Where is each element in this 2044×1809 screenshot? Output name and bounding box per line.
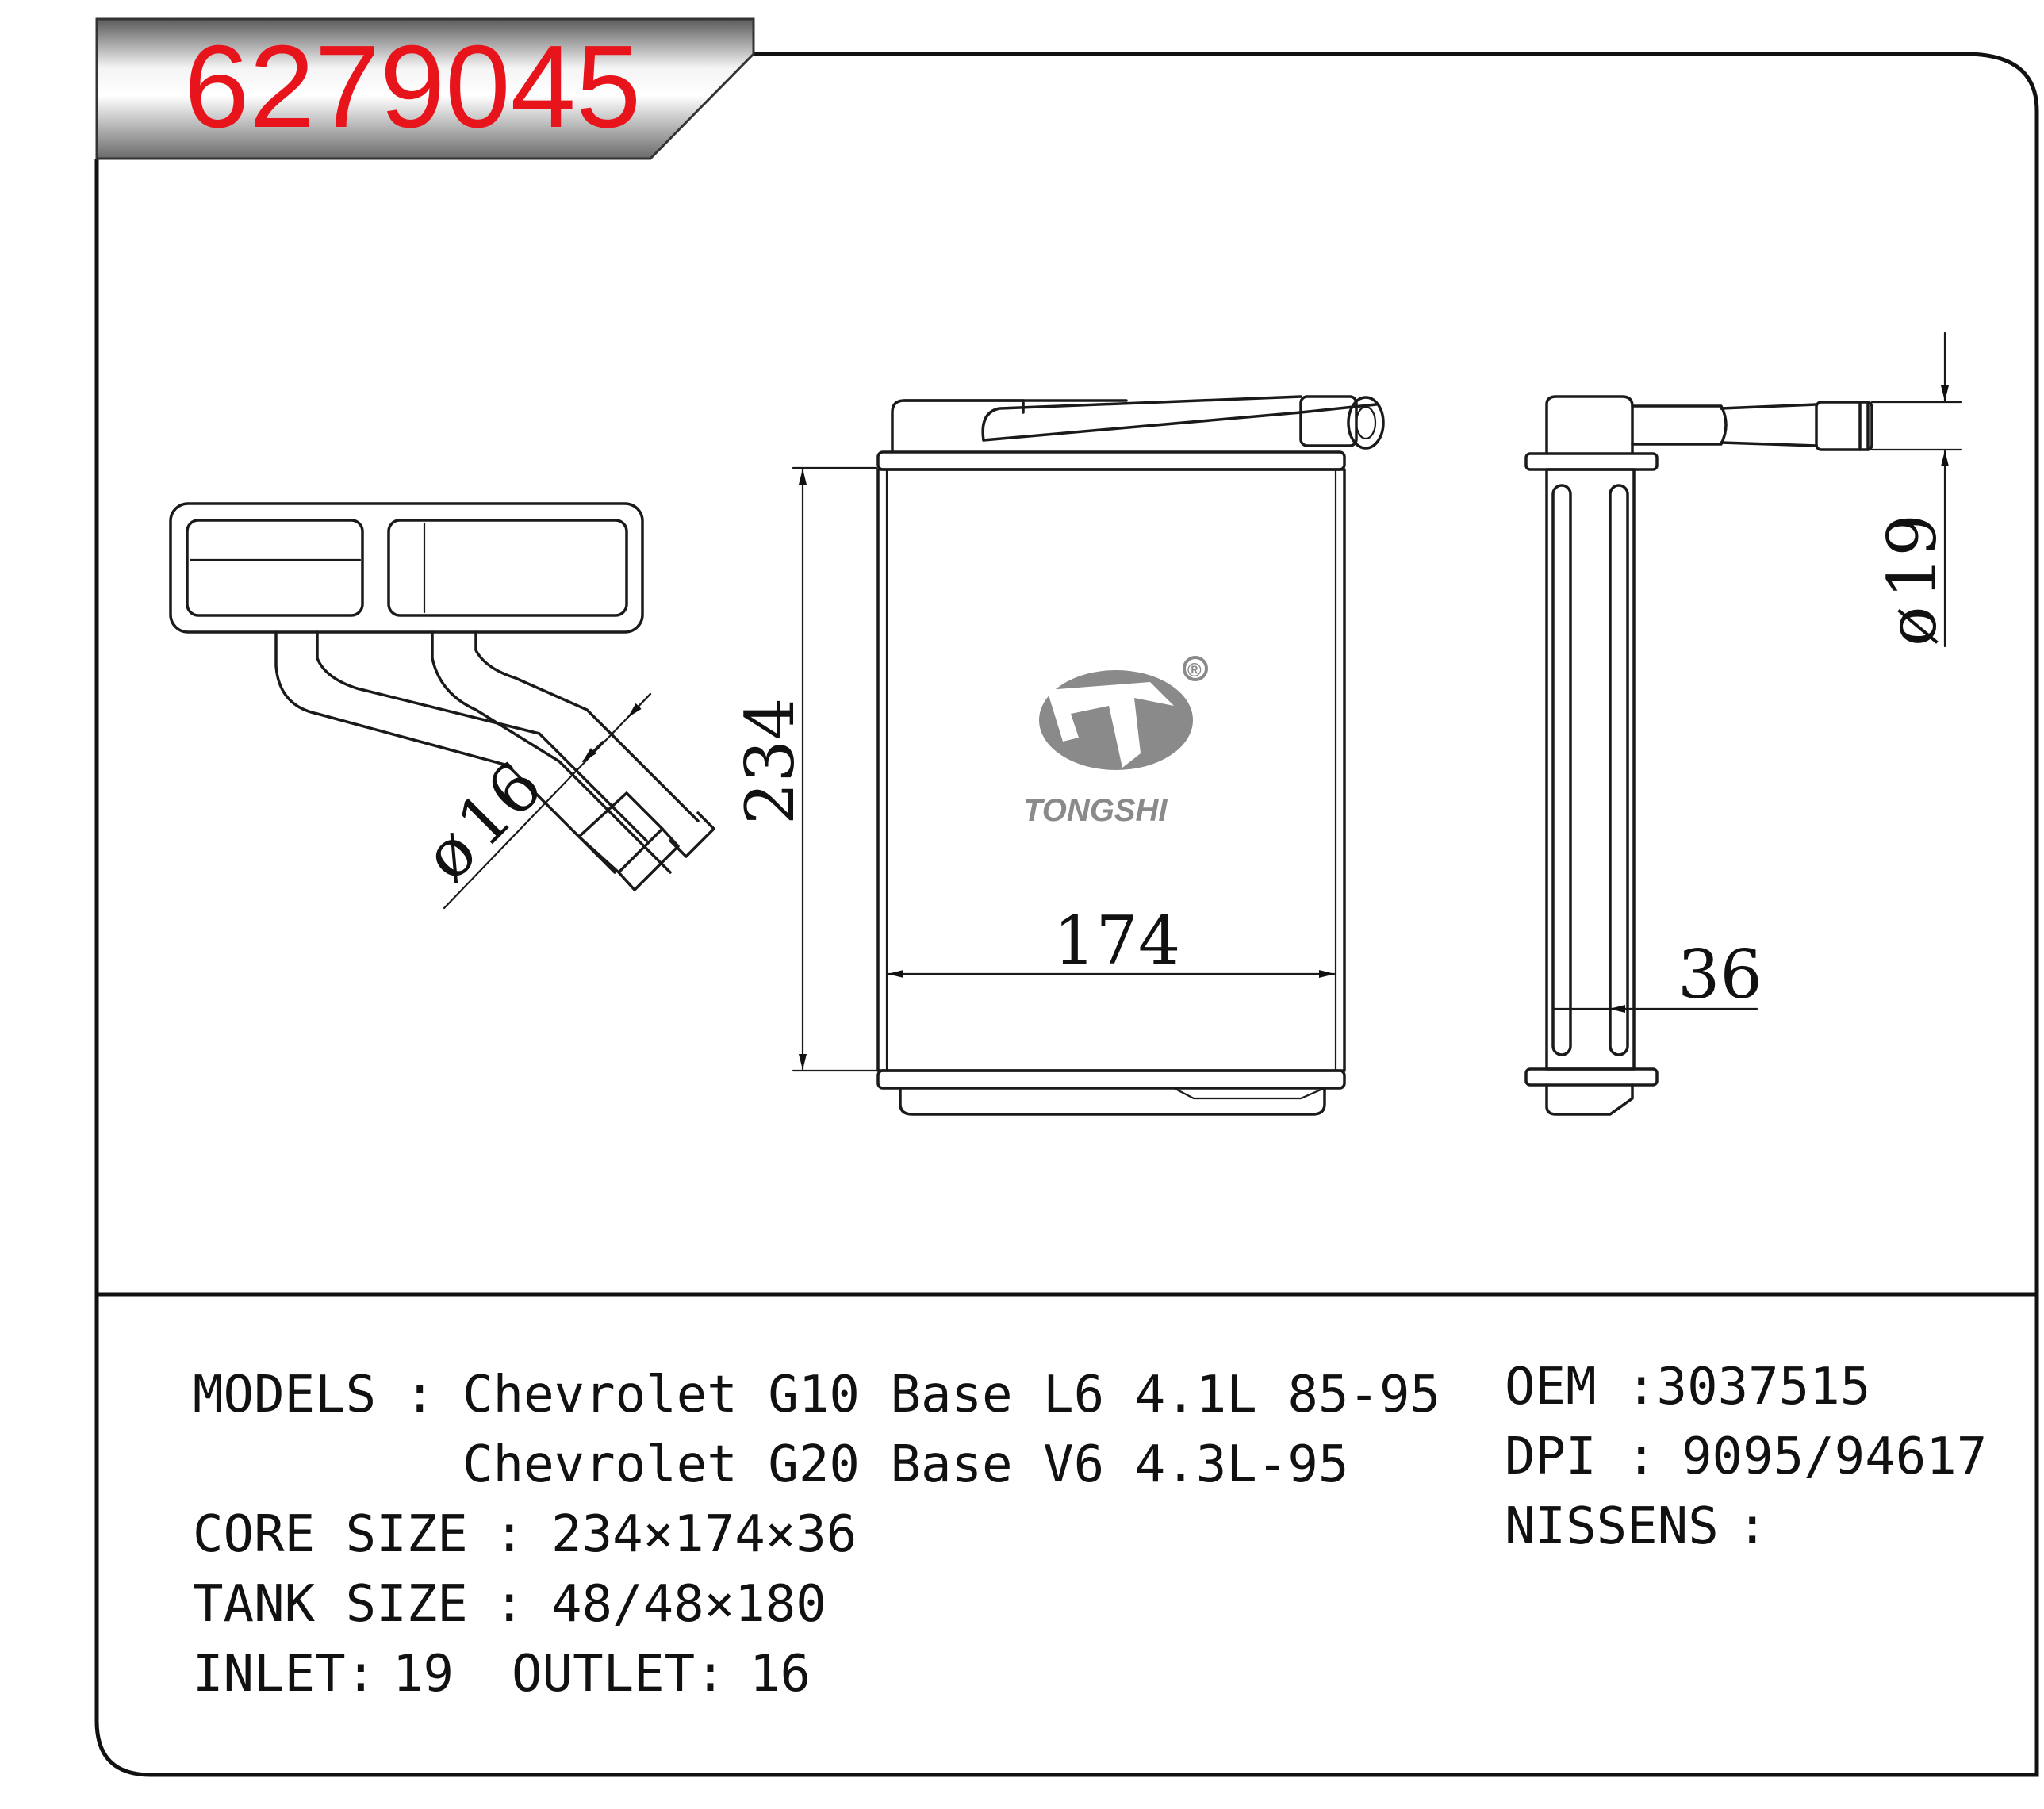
dpi-label: DPI bbox=[1505, 1428, 1597, 1486]
tank-outline bbox=[169, 502, 644, 634]
dim-arrow-outlet-b bbox=[627, 692, 652, 719]
spec-block: MODELS : Chevrolet G10 Base L6 4.1L 85-9… bbox=[193, 1358, 1987, 1704]
registered-mark: ® bbox=[1187, 660, 1202, 681]
outlet-fitting-end bbox=[617, 827, 680, 891]
dim-inlet-diameter: 19 bbox=[1873, 514, 1951, 599]
tank-size-value: 48/48×180 bbox=[551, 1575, 826, 1634]
model-line-1: Chevrolet G10 Base L6 4.1L 85-95 bbox=[462, 1366, 1440, 1424]
top-view: ø 16 bbox=[169, 502, 715, 910]
bottom-tank bbox=[899, 1087, 1326, 1116]
side-bottom-tank bbox=[1545, 1083, 1634, 1116]
inlet-pipe-inner bbox=[474, 630, 700, 822]
tank-chamber-right bbox=[387, 519, 628, 617]
dpi-separator: : bbox=[1626, 1428, 1657, 1486]
inlet-label: INLET: bbox=[193, 1645, 376, 1704]
logo-mark-cut bbox=[1047, 682, 1174, 768]
brand-logo: ® TONGSHI bbox=[1023, 656, 1208, 828]
dim-width: 174 bbox=[1053, 902, 1180, 979]
side-view: 36 ø 19 bbox=[1524, 332, 1962, 1116]
outer-frame bbox=[94, 52, 2039, 1777]
top-header-plate bbox=[876, 450, 1346, 471]
bottom-header-plate bbox=[876, 1069, 1346, 1090]
inlet-pipe-front bbox=[982, 403, 1378, 442]
inlet-port-front bbox=[1347, 396, 1385, 450]
outlet-fitting bbox=[577, 791, 664, 874]
part-number: 6279045 bbox=[184, 21, 641, 152]
diameter-symbol-inlet: ø bbox=[1873, 606, 1951, 646]
dim-height: 234 bbox=[731, 698, 809, 825]
front-view: ® TONGSHI 234 174 bbox=[731, 395, 1385, 1116]
side-bottom-header bbox=[1524, 1067, 1659, 1087]
dim-arrow-outlet-a bbox=[581, 740, 604, 763]
side-tube-right bbox=[1609, 484, 1629, 1056]
models-separator: : bbox=[405, 1366, 435, 1424]
core-size-separator: : bbox=[494, 1505, 525, 1564]
side-tube-left bbox=[1551, 484, 1572, 1056]
inlet-fitting-end bbox=[669, 811, 715, 858]
inlet-port-inner-front bbox=[1355, 405, 1377, 440]
part-number-header: 6279045 bbox=[95, 17, 755, 160]
oem-value: :3037515 bbox=[1626, 1358, 1870, 1416]
nissens-label: NISSENS bbox=[1505, 1497, 1719, 1556]
models-label: MODELS bbox=[193, 1366, 376, 1424]
outlet-label: OUTLET: bbox=[512, 1645, 726, 1704]
inlet-pipe bbox=[431, 630, 672, 874]
dim-line-outlet-dia bbox=[443, 692, 652, 910]
core-size-value: 234×174×36 bbox=[551, 1505, 857, 1564]
tank-size-label: TANK SIZE bbox=[193, 1575, 468, 1634]
registered-icon bbox=[1183, 656, 1208, 681]
bottom-tank-ridge bbox=[899, 1087, 1326, 1100]
tank-size-separator: : bbox=[494, 1575, 525, 1634]
outlet-pipe-inner bbox=[316, 630, 648, 842]
side-top-header bbox=[1524, 452, 1659, 471]
side-inlet-pipe-mid bbox=[1720, 403, 1818, 410]
core-outline bbox=[876, 468, 1346, 1072]
core-inner bbox=[885, 468, 1337, 1072]
oem-label: OEM bbox=[1505, 1358, 1597, 1416]
header-band bbox=[95, 17, 755, 160]
inlet-pipe-front-lower bbox=[981, 395, 1302, 442]
side-inlet-pipe-mid-b bbox=[1720, 441, 1818, 447]
side-inlet-pipe bbox=[1631, 404, 1728, 446]
core-size-label: CORE SIZE bbox=[193, 1505, 468, 1564]
outlet-value: 16 bbox=[750, 1645, 811, 1704]
dim-depth: 36 bbox=[1678, 936, 1762, 1014]
side-core bbox=[1545, 468, 1636, 1071]
side-top-tank bbox=[1545, 395, 1634, 454]
model-line-2: Chevrolet G20 Base V6 4.3L-95 bbox=[462, 1435, 1348, 1494]
nissens-separator: : bbox=[1737, 1497, 1768, 1556]
outlet-pipe bbox=[274, 630, 616, 874]
dpi-value: 9095/94617 bbox=[1682, 1428, 1987, 1486]
inlet-value: 19 bbox=[393, 1645, 454, 1704]
tank-chamber-left bbox=[186, 519, 364, 617]
brand-name: TONGSHI bbox=[1023, 793, 1168, 828]
side-inlet-fitting bbox=[1815, 401, 1873, 451]
